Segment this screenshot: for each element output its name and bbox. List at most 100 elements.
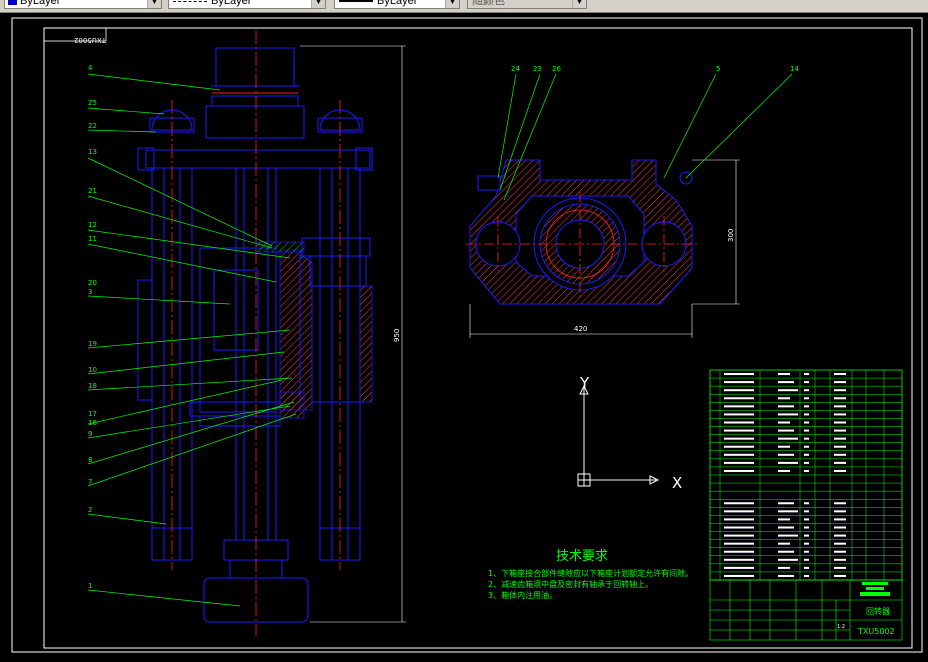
parts-list-cell-mark xyxy=(724,518,754,521)
callout-2: 2 xyxy=(88,506,92,514)
callout-16: 16 xyxy=(88,419,97,427)
section-view-callout-labels: 24 23 26 5 14 xyxy=(511,65,799,73)
parts-list-cell-mark xyxy=(724,397,754,400)
parts-list-cell-mark xyxy=(804,558,809,561)
parts-list-cell-mark xyxy=(804,518,809,521)
parts-list-cell-mark xyxy=(804,461,809,464)
linetype-combo-value: ByLayer xyxy=(211,0,252,7)
lineweight-swatch xyxy=(339,0,373,3)
callout-23: 23 xyxy=(533,65,542,73)
lineweight-combo-value: ByLayer xyxy=(377,0,418,7)
parts-list-cell-mark xyxy=(804,510,809,513)
parts-list-cell-mark xyxy=(804,542,809,545)
parts-list-cell-mark xyxy=(778,542,790,545)
section-width-dimension-text: 420 xyxy=(574,325,587,333)
chevron-down-icon[interactable]: ▼ xyxy=(311,0,325,8)
parts-list-cell-mark xyxy=(724,389,754,392)
parts-list-cell-mark xyxy=(778,526,794,529)
callout-3: 3 xyxy=(88,288,92,296)
section-view-leaders xyxy=(497,73,793,201)
outer-frame xyxy=(11,17,923,653)
parts-list-cell-mark xyxy=(724,542,754,545)
section-height-dimension-text: 300 xyxy=(727,229,735,242)
callout-20: 20 xyxy=(88,279,97,287)
callout-9: 9 xyxy=(88,430,92,438)
callout-8: 8 xyxy=(88,456,92,464)
linetype-combo[interactable]: ByLayer ▼ xyxy=(168,0,326,9)
parts-list-cell-mark xyxy=(834,518,846,521)
title-block-code: TXU5002 xyxy=(857,627,895,636)
callout-18: 18 xyxy=(88,382,97,390)
front-view-callout-labels: 4 25 22 13 21 12 11 20 3 19 10 18 17 16 … xyxy=(88,64,97,590)
lineweight-combo[interactable]: ByLayer ▼ xyxy=(334,0,460,9)
parts-list-cell-mark xyxy=(834,373,846,376)
chevron-down-icon[interactable]: ▼ xyxy=(147,0,161,8)
tech-requirement-1: 1、下箱座接合部件缝隙应以下箱座计划额定允许有间隙。 xyxy=(488,568,693,578)
title-block-scale: 1:2 xyxy=(837,624,845,630)
properties-toolbar: ByLayer ▼ ByLayer ▼ ByLayer ▼ 随颜色 ▼ xyxy=(0,0,928,13)
parts-list-cell-mark xyxy=(778,469,790,472)
parts-list-cell-mark xyxy=(834,453,846,456)
parts-list-cell-mark xyxy=(724,566,754,569)
parts-list-cell-mark xyxy=(778,534,798,537)
callout-13: 13 xyxy=(88,148,97,156)
parts-list-cell-mark xyxy=(724,469,754,472)
parts-list-cell-mark xyxy=(778,429,794,432)
tech-requirement-2: 2、减速齿箱须中盘及密封有轴承于回转轴上。 xyxy=(488,579,653,589)
parts-list-cell-mark xyxy=(724,381,754,384)
tech-requirements-title: 技术要求 xyxy=(556,549,608,564)
parts-list-cell-mark xyxy=(724,453,754,456)
parts-list-cell-mark xyxy=(804,445,809,448)
callout-17: 17 xyxy=(88,410,97,418)
parts-list-cell-mark xyxy=(834,534,846,537)
front-view-hatch xyxy=(255,241,373,419)
drawing-canvas[interactable]: TXU5002 xyxy=(0,13,928,658)
parts-list xyxy=(709,369,903,581)
parts-list-cell-mark xyxy=(778,389,798,392)
callout-19: 19 xyxy=(88,340,97,348)
parts-list-cell-mark xyxy=(724,534,754,537)
parts-list-cell-mark xyxy=(778,558,798,561)
callout-24: 24 xyxy=(511,65,520,73)
parts-list-cell-mark xyxy=(834,461,846,464)
title-block-logo xyxy=(860,582,890,596)
ucs-x-label: X xyxy=(672,474,682,492)
callout-14: 14 xyxy=(790,65,799,73)
callout-11: 11 xyxy=(88,235,97,243)
callout-7: 7 xyxy=(88,478,92,486)
parts-list-cell-mark xyxy=(724,574,754,577)
parts-list-cell-mark xyxy=(778,510,798,513)
parts-list-cell-mark xyxy=(778,373,790,376)
parts-list-cell-mark xyxy=(778,397,790,400)
front-height-dimension xyxy=(300,45,406,623)
callout-1: 1 xyxy=(88,582,92,590)
color-combo[interactable]: ByLayer ▼ xyxy=(4,0,162,9)
parts-list-cell-mark xyxy=(778,421,790,424)
parts-list-cell-mark xyxy=(724,445,754,448)
parts-list-cell-mark xyxy=(778,574,794,577)
parts-list-cell-mark xyxy=(724,421,754,424)
title-block xyxy=(709,579,903,641)
parts-list-cell-mark xyxy=(834,550,846,553)
parts-list-cell-mark xyxy=(804,389,809,392)
parts-list-cell-mark xyxy=(778,566,790,569)
chevron-down-icon[interactable]: ▼ xyxy=(445,0,459,8)
color-combo-value: ByLayer xyxy=(20,0,61,7)
section-view xyxy=(466,159,740,338)
front-view-leaders xyxy=(87,73,297,607)
ucs-icon xyxy=(577,384,660,487)
parts-list-cell-mark xyxy=(804,429,809,432)
parts-list-cell-mark xyxy=(778,437,798,440)
parts-list-cell-mark xyxy=(834,510,846,513)
front-height-dimension-text: 950 xyxy=(393,329,401,342)
callout-26: 26 xyxy=(552,65,561,73)
parts-list-cell-mark xyxy=(834,445,846,448)
chevron-down-icon[interactable]: ▼ xyxy=(572,0,586,8)
plotstyle-combo[interactable]: 随颜色 ▼ xyxy=(467,0,587,9)
callout-22: 22 xyxy=(88,122,97,130)
parts-list-cell-mark xyxy=(778,381,794,384)
title-block-name: 回转器 xyxy=(866,606,890,616)
callout-4: 4 xyxy=(88,64,93,72)
parts-list-cell-mark xyxy=(804,397,809,400)
parts-list-cell-mark xyxy=(834,405,846,408)
